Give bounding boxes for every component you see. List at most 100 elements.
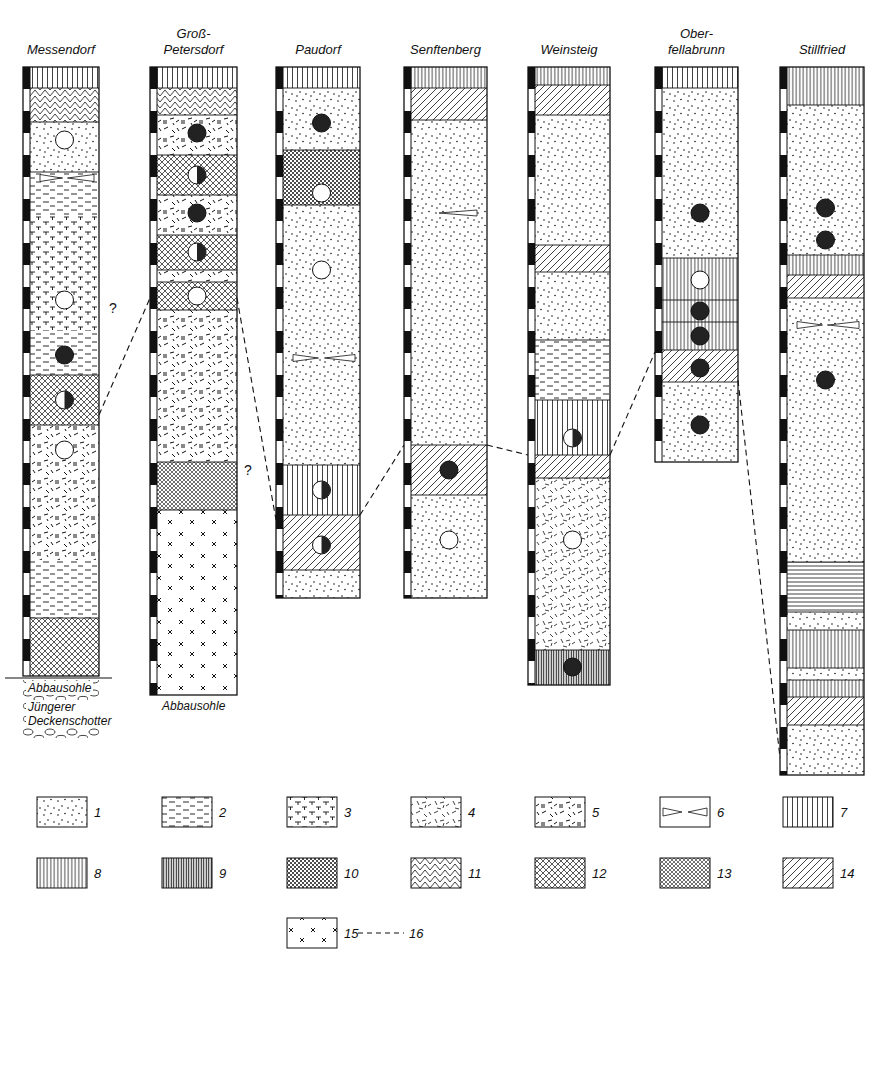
column-ground	[157, 67, 237, 695]
legend-swatch	[162, 858, 212, 888]
layer-boundary	[157, 282, 237, 283]
scale-bar-segment	[276, 133, 283, 155]
scale-bar-segment	[404, 243, 411, 265]
scale-bar-segment	[780, 683, 787, 705]
soil-symbol	[56, 131, 74, 149]
filled-circle	[691, 302, 709, 320]
sediment-layer	[535, 272, 610, 340]
scale-bar-segment	[276, 441, 283, 463]
scale-bar-segment	[276, 67, 283, 89]
soil-symbol	[564, 531, 582, 549]
correlation-line	[738, 380, 780, 758]
layer-boundary	[787, 255, 864, 256]
soil-symbol	[817, 371, 835, 389]
layer-boundary	[662, 258, 738, 259]
sediment-layer	[283, 150, 360, 205]
legend-swatch	[783, 797, 833, 827]
scale-bar-segment	[528, 529, 535, 551]
sediment-layer	[30, 172, 99, 215]
half-circle	[313, 481, 331, 499]
filled-circle	[188, 204, 206, 222]
scale-bar-segment	[23, 463, 30, 485]
scale-bar-segment	[150, 221, 157, 243]
legend-number: 7	[840, 805, 847, 821]
legend-number: 13	[717, 866, 731, 882]
sediment-layer	[30, 122, 99, 172]
sediment-layer	[283, 515, 360, 570]
scale-bar-segment	[528, 573, 535, 595]
layer-boundary	[157, 88, 237, 89]
sediment-layer	[283, 205, 360, 465]
half-circle-fill	[573, 429, 582, 447]
layer-boundary	[283, 515, 360, 516]
legend-swatch	[535, 858, 585, 888]
scale-bar-segment	[150, 155, 157, 177]
correlation-line	[487, 445, 528, 455]
pattern-sample	[162, 797, 212, 827]
scale-bar-segment	[780, 551, 787, 573]
scale-bar-segment	[780, 529, 787, 551]
column-outline	[528, 67, 610, 685]
scale-bar-segment	[528, 639, 535, 661]
scale-bar-segment	[528, 419, 535, 441]
legend-swatch	[287, 858, 337, 888]
scale-bar-segment	[150, 111, 157, 133]
layer-boundary	[662, 300, 738, 301]
scale-bar-segment	[23, 661, 30, 676]
legend-number: 14	[840, 866, 854, 882]
sediment-layer	[787, 275, 864, 298]
legend-swatch	[411, 858, 461, 888]
pattern-sample	[411, 797, 461, 827]
column-heading: Weinsteig	[527, 8, 611, 58]
ice-wedge-symbol	[325, 355, 356, 362]
scale-bar-segment	[150, 133, 157, 155]
soil-symbol	[56, 346, 74, 364]
site-name: Messendorf	[27, 42, 95, 58]
uncertainty-mark: ?	[242, 462, 254, 478]
scale-bar-segment	[655, 265, 662, 287]
soil-symbol	[691, 359, 709, 377]
soil-symbol	[188, 204, 206, 222]
sediment-layer	[662, 322, 738, 350]
sediment-layer	[535, 85, 610, 115]
legend-number: 3	[344, 805, 351, 821]
scale-bar-segment	[276, 419, 283, 441]
layer-boundary	[30, 88, 99, 89]
scale-bar-segment	[276, 287, 283, 309]
scale-bar-segment	[655, 331, 662, 353]
sediment-layer	[535, 455, 610, 478]
profile-column	[150, 67, 237, 695]
column-heading: Paudorf	[276, 8, 360, 58]
scale-bar-segment	[780, 265, 787, 287]
column-heading: Stillfried	[780, 8, 864, 58]
scale-bar-segment	[23, 155, 30, 177]
sediment-layer	[411, 88, 487, 120]
scale-bar-segment	[276, 375, 283, 397]
legend-number: 8	[94, 866, 101, 882]
scale-bar-segment	[655, 111, 662, 133]
scale-bar-segment	[404, 89, 411, 111]
scale-bar-segment	[780, 595, 787, 617]
soil-symbol	[817, 199, 835, 217]
quarry-floor-line	[5, 677, 112, 678]
sediment-layer	[535, 115, 610, 245]
sediment-layer	[283, 570, 360, 598]
sediment-layer	[157, 88, 237, 115]
profile-columns	[23, 67, 864, 775]
soil-symbol	[56, 441, 74, 459]
scale-bar-segment	[655, 89, 662, 111]
scale-bar-segment	[150, 529, 157, 551]
sediment-layer	[30, 375, 99, 425]
scale-bar-segment	[276, 111, 283, 133]
half-circle-fill	[197, 166, 206, 184]
scale-bar-segment	[23, 507, 30, 529]
scale-bar-segment	[655, 353, 662, 375]
layer-boundary	[787, 298, 864, 299]
layer-boundary	[787, 612, 864, 613]
scale-bar-segment	[780, 441, 787, 463]
legend-number: 5	[592, 805, 599, 821]
sediment-layer	[662, 67, 738, 88]
legend-number: 15	[344, 926, 358, 942]
scale-bar-segment	[780, 67, 787, 89]
